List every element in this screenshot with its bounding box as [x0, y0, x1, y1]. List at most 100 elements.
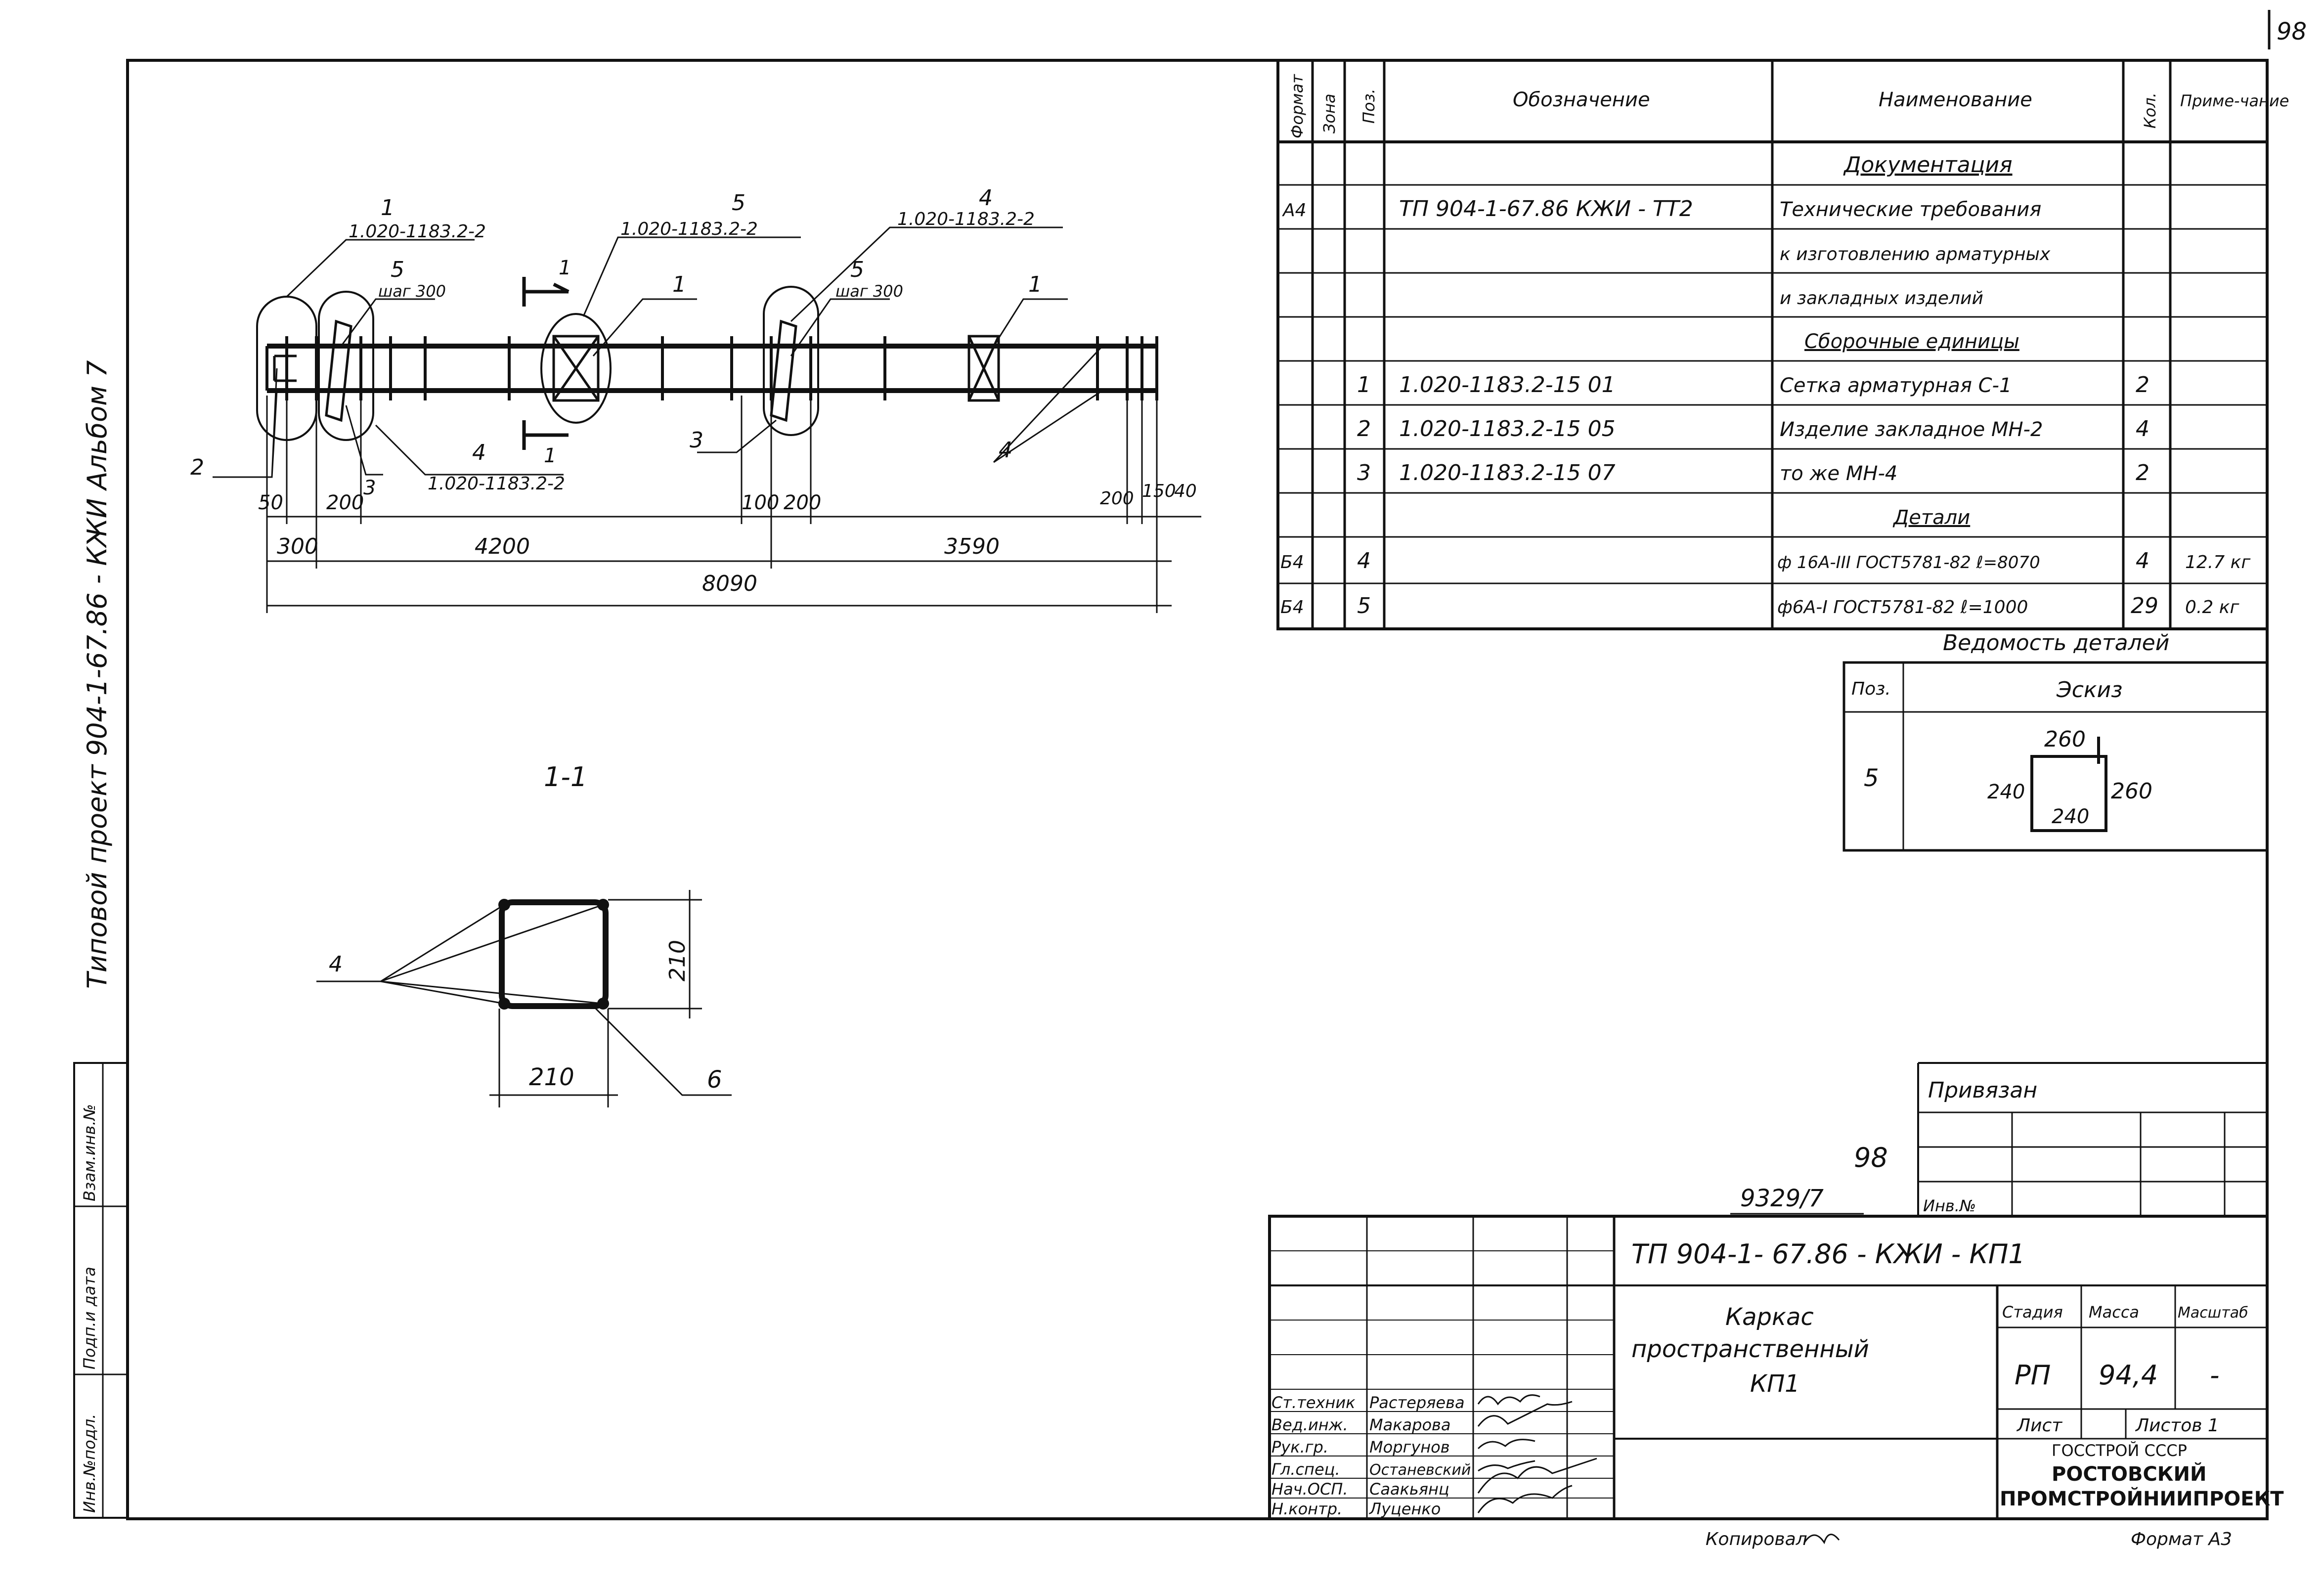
- dim-200-b: 200: [784, 491, 821, 514]
- row9-format: Б4: [1280, 552, 1304, 573]
- side-stamp-boxes: Инв.№подл. Подп.и дата Взам.инв.№: [73, 1062, 129, 1519]
- callout-pos4-top: 4: [979, 185, 993, 211]
- stamp-replace-label: Взам.инв.№: [80, 1104, 99, 1201]
- doc-name-line2: пространственный: [1631, 1335, 1869, 1363]
- row5-designation: 1.020-1183.2-15 01: [1399, 372, 1616, 397]
- signature-0: [1477, 1394, 1540, 1406]
- footer-format: Формат А3: [2131, 1529, 2232, 1549]
- staff-name-4: Саакьянц: [1369, 1480, 1449, 1499]
- scale-value: -: [2210, 1360, 2220, 1391]
- row9-qty: 4: [2136, 548, 2149, 573]
- inventory-number: 9329/7: [1740, 1185, 1824, 1212]
- row10-note: 0.2 кг: [2185, 597, 2239, 618]
- details-sheet: Ведомость деталей Поз. Эскиз 5 260 240 2…: [1842, 630, 2269, 852]
- signature-3: [1478, 1460, 1535, 1472]
- dim-150: 150: [1142, 481, 1176, 501]
- album-title: Типовой проект 904-1-67.86 - КЖИ Альбом …: [82, 360, 113, 989]
- callout-pos5-top: 5: [732, 190, 745, 216]
- bindings-inv-label: Инв.№: [1923, 1196, 1976, 1215]
- dim-200-c: 200: [1100, 488, 1134, 509]
- page-number: 98: [2277, 18, 2307, 45]
- dim-200-a: 200: [326, 491, 364, 514]
- signature-1: [1477, 1401, 1573, 1427]
- dim-3590: 3590: [944, 534, 1000, 559]
- dim-100: 100: [742, 491, 779, 514]
- th-pos: Поз.: [1359, 88, 1378, 124]
- copier-signature: [1803, 1534, 1840, 1544]
- row-details-heading: Детали: [1892, 506, 1970, 529]
- row9-note: 12.7 кг: [2185, 552, 2251, 573]
- section-stirrup-label: 6: [707, 1066, 722, 1094]
- footer-copied: Копировал: [1706, 1529, 1807, 1549]
- th-qty: Кол.: [2141, 92, 2159, 129]
- org-line1: ГОССТРОЙ СССР: [2052, 1441, 2187, 1460]
- callout-pos5-right-step: шаг 300: [835, 282, 903, 301]
- th-zone: Зона: [1320, 93, 1339, 133]
- row1-designation: ТП 904-1-67.86 КЖИ - ТТ2: [1399, 196, 1693, 221]
- callout-pos5-right: 5: [850, 257, 864, 282]
- bindings-label: Привязан: [1928, 1078, 2037, 1103]
- row6-pos: 2: [1357, 416, 1371, 441]
- stamp-sign-label: Подп.и дата: [80, 1267, 99, 1369]
- row9-name: ф 16А-III ГОСТ5781-82 ℓ=8070: [1777, 553, 2040, 573]
- section-mark-bottom: 1: [544, 444, 556, 467]
- row10-name: ф6А-I ГОСТ5781-82 ℓ=1000: [1777, 597, 2028, 618]
- details-col-pos: Поз.: [1851, 679, 1891, 699]
- staff-role-3: Гл.спец.: [1272, 1460, 1340, 1479]
- stamp-inv-label: Инв.№подл.: [80, 1414, 99, 1513]
- callout-pos1-right: 1: [1028, 272, 1042, 297]
- row7-designation: 1.020-1183.2-15 07: [1399, 460, 1616, 485]
- spec-table: Формат Зона Поз. Обозначение Наименовани…: [1276, 59, 2289, 630]
- row5-qty: 2: [2136, 372, 2149, 397]
- row7-name: то же МН-4: [1780, 462, 1897, 485]
- sketch-dim-bottom: 240: [2052, 805, 2089, 828]
- callout-pos1-mid: 1: [672, 272, 686, 297]
- stage-label: Стадия: [2002, 1303, 2063, 1322]
- dim-300: 300: [277, 534, 318, 559]
- sheet-label: Лист: [2016, 1415, 2062, 1436]
- sketch-dim-top: 260: [2044, 727, 2086, 752]
- staff-name-0: Растеряева: [1369, 1393, 1465, 1412]
- row6-name: Изделие закладное МН-2: [1780, 418, 2043, 441]
- row3-name: и закладных изделий: [1780, 288, 1983, 309]
- th-designation: Обозначение: [1513, 88, 1650, 111]
- callout-pos3-mid: 3: [690, 428, 703, 453]
- callout-pos5-left-step: шаг 300: [378, 282, 446, 301]
- callout-pos1-top: 1: [381, 195, 395, 221]
- stage-value: РП: [2015, 1360, 2051, 1391]
- section-width: 210: [529, 1063, 574, 1091]
- row7-pos: 3: [1357, 460, 1371, 485]
- row6-designation: 1.020-1183.2-15 05: [1399, 416, 1616, 441]
- section-bar-label: 4: [329, 952, 343, 977]
- staff-role-5: Н.контр.: [1272, 1500, 1342, 1518]
- callout-pos4-right: 4: [999, 438, 1012, 463]
- row1-format: А4: [1282, 200, 1307, 221]
- org-line2: РОСТОВСКИЙ: [2052, 1462, 2206, 1486]
- doc-code: ТП 904-1- 67.86 - КЖИ - КП1: [1631, 1238, 2025, 1270]
- row9-pos: 4: [1357, 548, 1371, 573]
- callout-pos4-bottom-ref: 1.020-1183.2-2: [428, 474, 565, 494]
- sketch-dim-left: 240: [1987, 781, 2025, 803]
- staff-role-1: Вед.инж.: [1272, 1415, 1348, 1434]
- section-1-1: 1-1 4 210 210 6: [316, 761, 732, 1107]
- section-height: 210: [665, 940, 690, 981]
- row6-qty: 4: [2136, 416, 2149, 441]
- signature-4: [1477, 1457, 1597, 1494]
- sketch-dim-right: 260: [2111, 779, 2152, 804]
- mass-value: 94,4: [2099, 1360, 2158, 1391]
- org-line3: ПРОМСТРОЙНИИПРОЕКТ: [2000, 1487, 2284, 1510]
- dim-8090: 8090: [702, 571, 757, 596]
- row10-format: Б4: [1280, 597, 1304, 618]
- callout-pos5-left: 5: [391, 257, 404, 282]
- bindings-box: Привязан Инв.№ 98 9329/7: [1730, 1062, 2267, 1216]
- scale-label: Масштаб: [2178, 1304, 2248, 1322]
- title-block: Ст.техник Растеряева Вед.инж. Макарова Р…: [1268, 1215, 2284, 1520]
- row7-qty: 2: [2136, 460, 2149, 485]
- callout-pos4-bottom: 4: [472, 440, 486, 465]
- callout-pos5-ref: 1.020-1183.2-2: [620, 219, 758, 239]
- staff-name-5: Луценко: [1369, 1500, 1441, 1518]
- doc-name-line1: Каркас: [1725, 1303, 1814, 1331]
- cage-elevation: 1 1 1 1.020-1183.2-2 5 1.020-1183.2-2 4 …: [190, 185, 1201, 613]
- details-row-pos: 5: [1864, 764, 1879, 792]
